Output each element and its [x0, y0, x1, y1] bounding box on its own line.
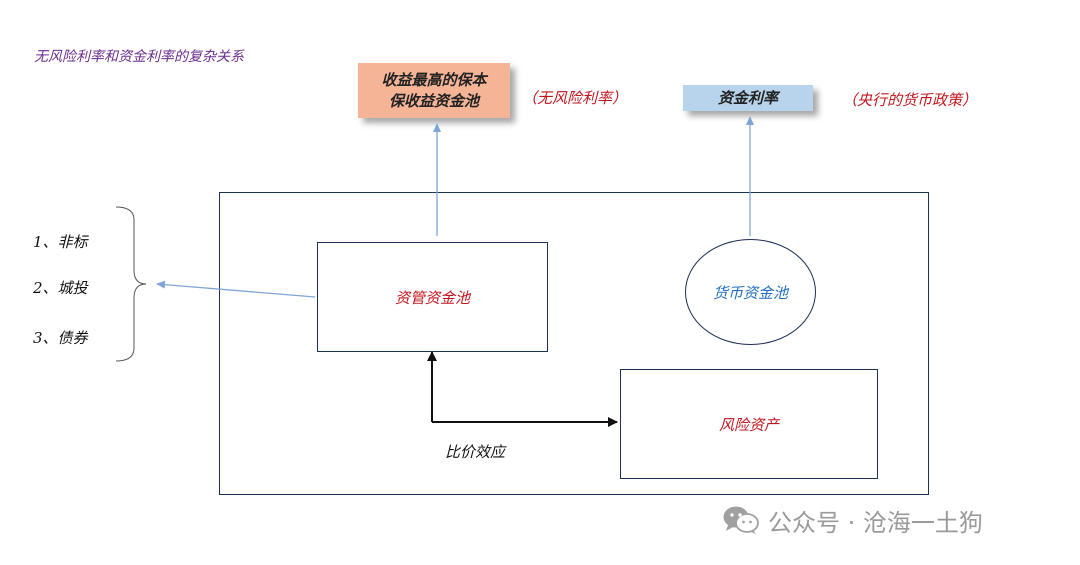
asset-management-pool-label: 资管资金池 — [394, 288, 470, 307]
wechat-icon — [723, 506, 759, 534]
fund-system-frame — [219, 192, 929, 495]
asset-list-item: 3、债券 — [33, 329, 88, 347]
bracket-brace — [115, 206, 147, 362]
risk-assets-label: 风险资产 — [718, 415, 779, 434]
asset-list-item: 1、非标 — [33, 233, 88, 251]
arrow-asset-mgmt-to-assets — [156, 280, 316, 298]
risk-free-rate-note: （无风险利率） — [522, 89, 628, 107]
fund-rate-box: 资金利率 — [683, 85, 813, 111]
ratio-effect-label: 比价效应 — [445, 443, 506, 461]
diagram-title: 无风险利率和资金利率的复杂关系 — [34, 49, 244, 65]
monetary-pool-label: 货币资金池 — [712, 283, 788, 302]
risk-free-pool-box: 收益最高的保本 保收益资金池 — [358, 63, 510, 118]
risk-free-pool-label: 收益最高的保本 保收益资金池 — [381, 70, 487, 110]
risk-assets-box: 风险资产 — [620, 369, 878, 479]
monetary-pool-ellipse: 货币资金池 — [685, 239, 816, 345]
asset-list-item: 2、城投 — [33, 279, 88, 297]
watermark: 公众号 · 沧海一土狗 — [722, 503, 983, 537]
central-bank-policy-note: （央行的货币政策） — [842, 91, 978, 109]
watermark-text: 公众号 · 沧海一土狗 — [768, 508, 983, 537]
fund-rate-label: 资金利率 — [717, 88, 778, 107]
